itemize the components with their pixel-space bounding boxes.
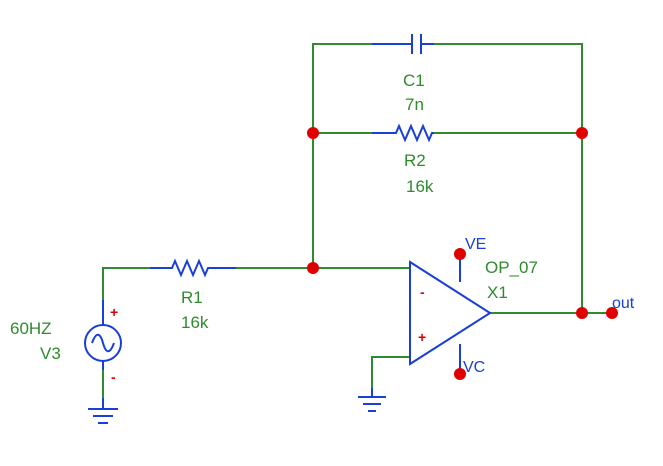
ve-pin-label: VE xyxy=(465,236,486,253)
node-inverting-input xyxy=(307,262,319,274)
resistor-r2[interactable] xyxy=(372,123,434,143)
wires xyxy=(102,43,613,399)
r1-name-label: R1 xyxy=(181,288,203,307)
c1-value-label: 7n xyxy=(405,95,424,114)
r1-value-label: 16k xyxy=(181,313,209,332)
v3-name-label: V3 xyxy=(40,344,61,363)
opamp-plus-sign: + xyxy=(418,329,426,345)
opamp-ref-label: X1 xyxy=(487,283,508,302)
capacitor-c1[interactable] xyxy=(372,34,434,54)
source-minus-sign: - xyxy=(111,369,116,385)
vc-pin-label: VC xyxy=(463,359,485,376)
node-out-terminal xyxy=(606,307,618,319)
c1-name-label: C1 xyxy=(403,71,425,90)
ground-symbol-source xyxy=(88,398,118,424)
junction-nodes xyxy=(307,127,618,380)
ac-source-v3[interactable] xyxy=(84,300,122,370)
node-r2-right xyxy=(576,127,588,139)
r2-value-label: 16k xyxy=(406,177,434,196)
node-ve-terminal xyxy=(454,248,466,260)
node-r2-left xyxy=(307,127,319,139)
resistor-r1[interactable] xyxy=(150,258,236,278)
node-vc-terminal xyxy=(454,368,466,380)
source-plus-sign: + xyxy=(110,304,118,320)
opamp-model-label: OP_07 xyxy=(485,258,538,277)
opamp-minus-sign: - xyxy=(420,284,425,300)
out-pin-label: out xyxy=(612,295,635,312)
wire-c1-left xyxy=(312,43,373,269)
wire-source-r1 xyxy=(102,267,151,301)
v3-value-label: 60HZ xyxy=(10,319,52,338)
opamp-x1[interactable] xyxy=(409,248,492,374)
ground-symbol-opamp xyxy=(358,388,386,412)
wire-noninv-ground xyxy=(371,356,411,389)
wire-c1-right xyxy=(433,43,583,313)
node-output xyxy=(576,307,588,319)
r2-name-label: R2 xyxy=(404,151,426,170)
